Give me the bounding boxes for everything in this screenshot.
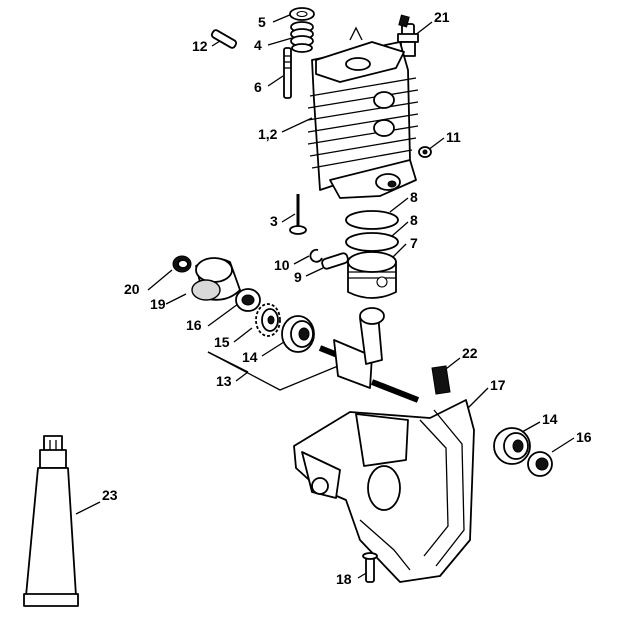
callout-16-right: 16 [576,429,592,445]
callout-7: 7 [410,235,418,251]
callout-17: 17 [490,377,506,393]
callout-13: 13 [216,373,232,389]
callout-15: 15 [214,334,230,350]
callout-23: 23 [102,487,118,503]
callout-14-right: 14 [542,411,558,427]
callout-labels: 5 4 12 21 6 1,2 11 8 3 8 7 10 9 20 19 16… [102,9,592,587]
part-nut-20 [172,255,192,273]
part-piston-rings-8 [345,210,399,252]
callout-8-lower: 8 [410,212,418,228]
callout-6: 6 [254,79,262,95]
callout-20: 20 [124,281,140,297]
callout-9: 9 [294,269,302,285]
part-gear-15 [255,303,281,337]
callout-16-left: 16 [186,317,202,333]
callout-18: 18 [336,571,352,587]
part-clip-22 [431,365,451,395]
part-cylinder-1-2 [307,26,419,199]
part-crankshaft-13 [318,307,420,403]
callout-19: 19 [150,296,166,312]
part-piston-7 [347,251,397,299]
part-seal-16b [527,451,553,477]
part-valve-spring-4 [290,21,314,53]
part-stud-6 [283,47,292,99]
part-pin-12 [210,29,238,49]
callout-12: 12 [192,38,208,54]
part-screw-18 [362,552,378,583]
part-crankcase-17 [293,399,475,583]
callout-3: 3 [270,213,278,229]
callout-22: 22 [462,345,478,361]
callout-10: 10 [274,257,290,273]
part-bearing-14b [493,427,531,465]
part-grease-tube-23 [23,435,79,607]
part-flywheel-19 [191,257,241,301]
part-seal-16a [235,288,261,312]
callout-5: 5 [258,14,266,30]
callout-4: 4 [254,37,262,53]
callout-14-left: 14 [242,349,258,365]
callout-1-2: 1,2 [258,126,278,142]
part-piston-pin-9 [321,252,349,270]
callout-8-upper: 8 [410,189,418,205]
part-valve-3 [289,194,307,235]
callout-11: 11 [446,129,461,145]
part-spring-retainer-5 [289,7,315,21]
part-circlip-10 [309,248,323,263]
part-washer-11 [418,146,432,158]
part-bearing-14a [281,315,315,353]
callout-21: 21 [434,9,450,25]
